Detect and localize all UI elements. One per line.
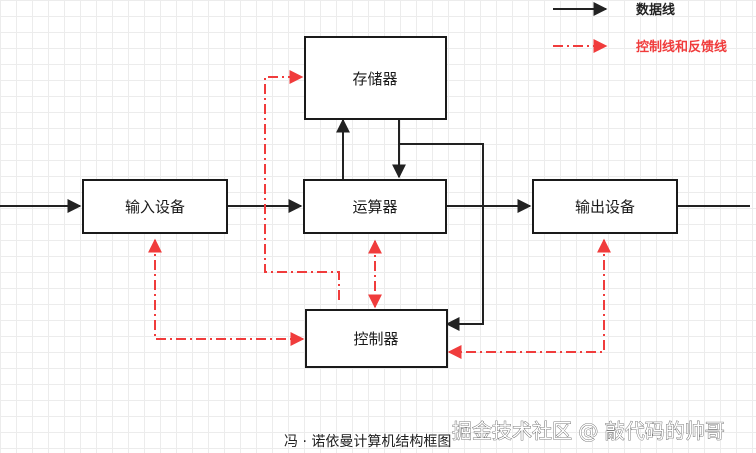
control-line-output-controller	[447, 238, 611, 359]
alu-block: 运算器	[303, 179, 447, 234]
memory-block: 存储器	[304, 36, 447, 120]
legend-control-line-label: 控制线和反馈线	[636, 39, 727, 55]
controller-label: 控制器	[353, 330, 398, 348]
legend: 数据线 控制线和反馈线	[553, 2, 727, 55]
watermark: 掘金技术社区 @ 敲代码的帅哥	[452, 419, 725, 443]
legend-data-line-label: 数据线	[636, 2, 675, 18]
controller-block: 控制器	[305, 309, 448, 368]
control-line-input-controller	[148, 238, 305, 346]
memory-label: 存储器	[352, 70, 397, 88]
diagram-caption: 冯 · 诺依曼计算机结构框图	[284, 434, 451, 450]
output-device-label: 输出设备	[575, 198, 635, 216]
alu-label: 运算器	[352, 198, 397, 216]
input-device-block: 输入设备	[82, 179, 228, 234]
control-lines	[148, 70, 611, 359]
output-device-block: 输出设备	[532, 179, 678, 234]
input-device-label: 输入设备	[125, 198, 185, 216]
